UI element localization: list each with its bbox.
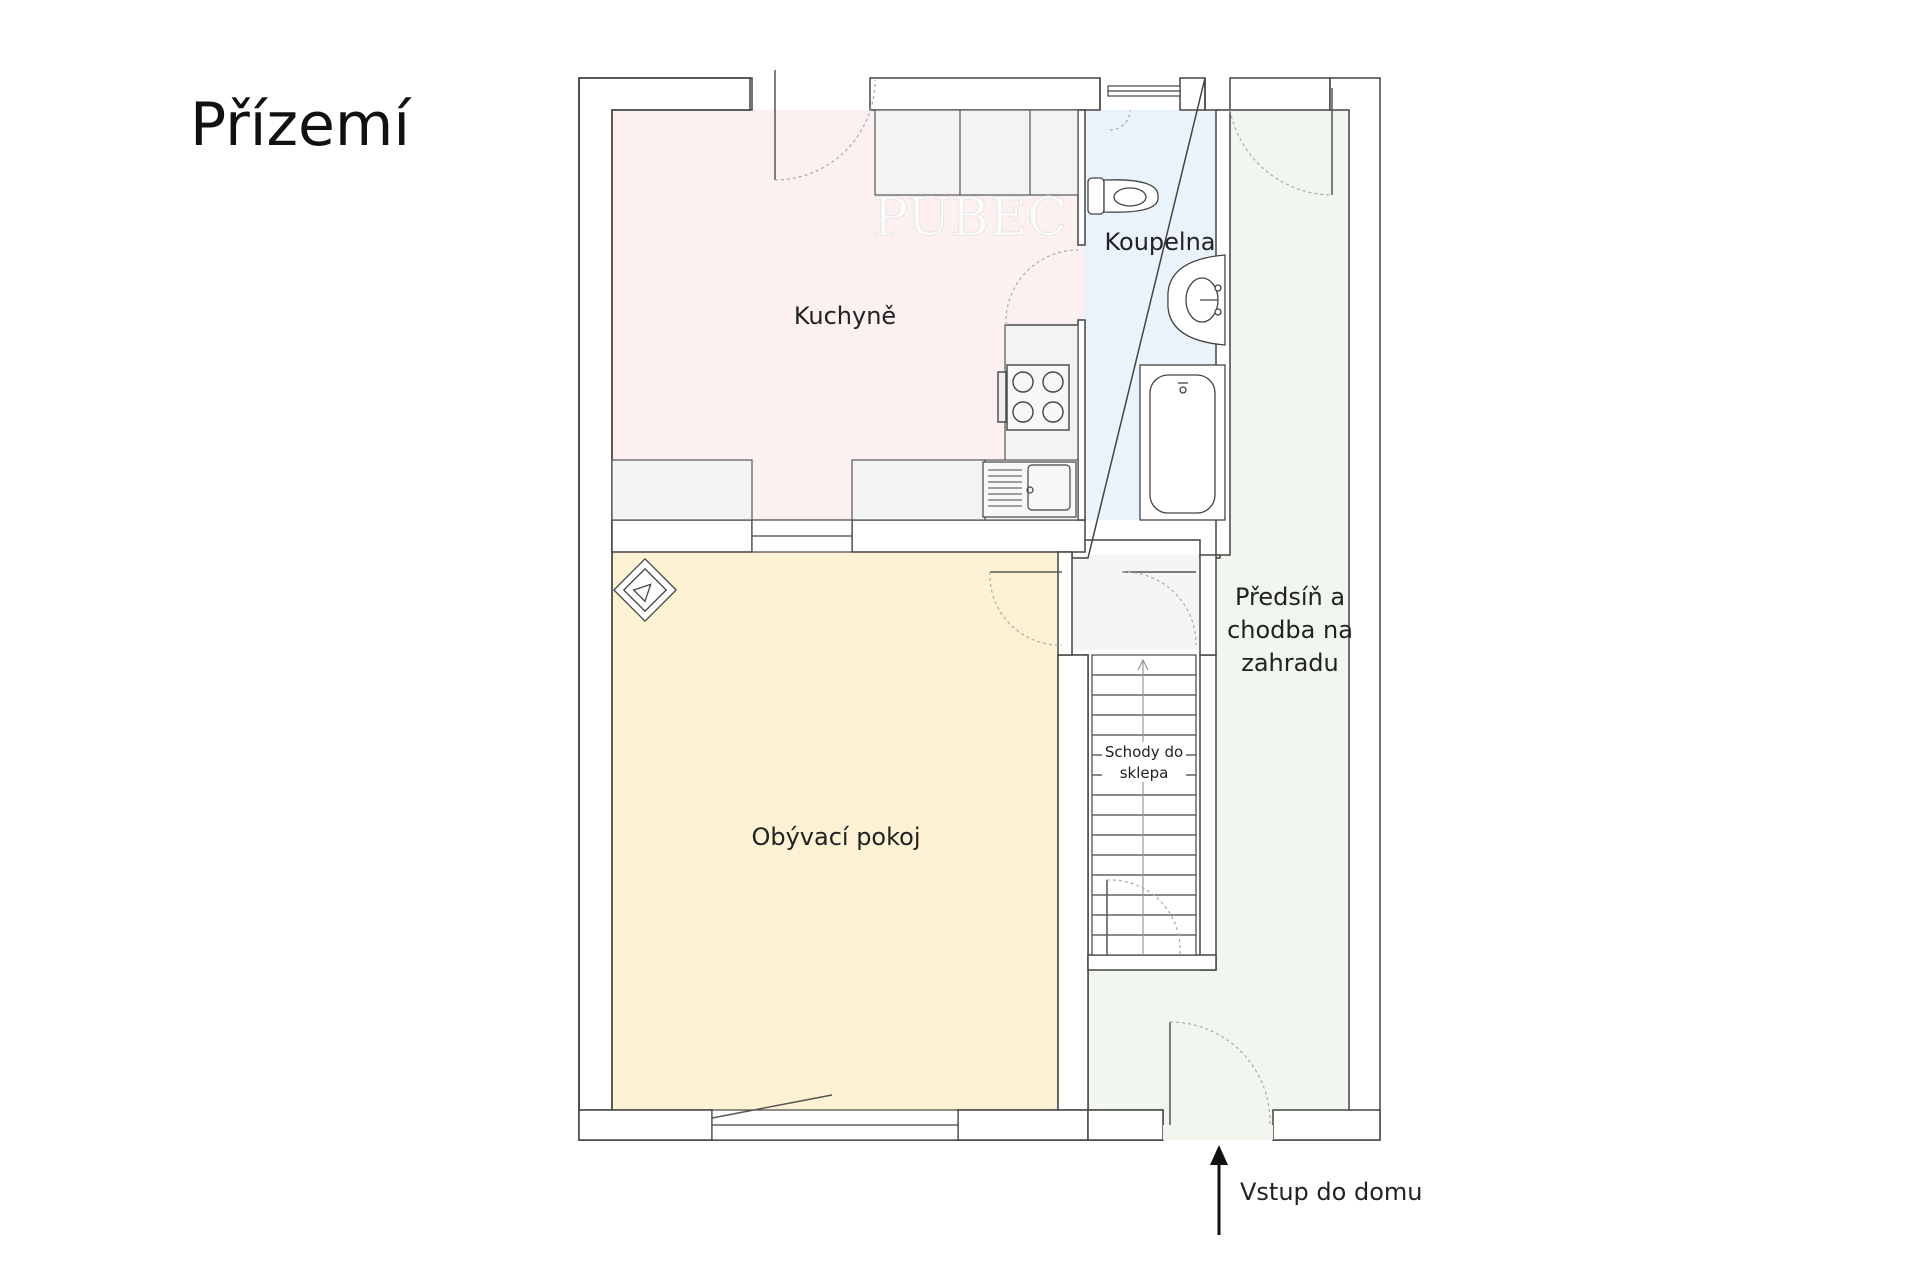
windows — [711, 85, 1273, 1141]
room-label-stairs-line2: sklepa — [1120, 764, 1169, 782]
page-title: Přízemí — [190, 90, 410, 160]
landing-floor — [1072, 555, 1200, 650]
watermark-text: PUBEC — [873, 188, 1067, 248]
walls — [578, 77, 1381, 1141]
room-label-hall-line1: Předsíň a — [1235, 583, 1345, 611]
stove-icon — [997, 364, 1070, 431]
hall-lower-floor — [1088, 970, 1233, 1130]
room-label-hall-line3: zahradu — [1241, 649, 1339, 677]
stairs-icon — [1091, 654, 1197, 956]
bathtub-icon — [1139, 364, 1226, 521]
toilet-icon — [1087, 177, 1159, 215]
hall-floor — [1216, 110, 1349, 1130]
room-label-hall-line2: chodba na — [1227, 616, 1353, 644]
living-floor — [612, 552, 1058, 1110]
room-label-stairs-line1: Schody do — [1105, 743, 1183, 761]
fireplace-icon — [612, 557, 678, 623]
doors — [711, 70, 1333, 1126]
entrance-arrow-icon — [1210, 1145, 1228, 1235]
bathroom-sink-icon — [1167, 254, 1226, 346]
room-label-living: Obývací pokoj — [751, 823, 920, 851]
room-label-kitchen: Kuchyně — [794, 302, 896, 330]
entrance-label: Vstup do domu — [1240, 1178, 1422, 1206]
kitchen-sink-icon — [982, 461, 1077, 518]
room-label-bathroom: Koupelna — [1104, 228, 1215, 256]
